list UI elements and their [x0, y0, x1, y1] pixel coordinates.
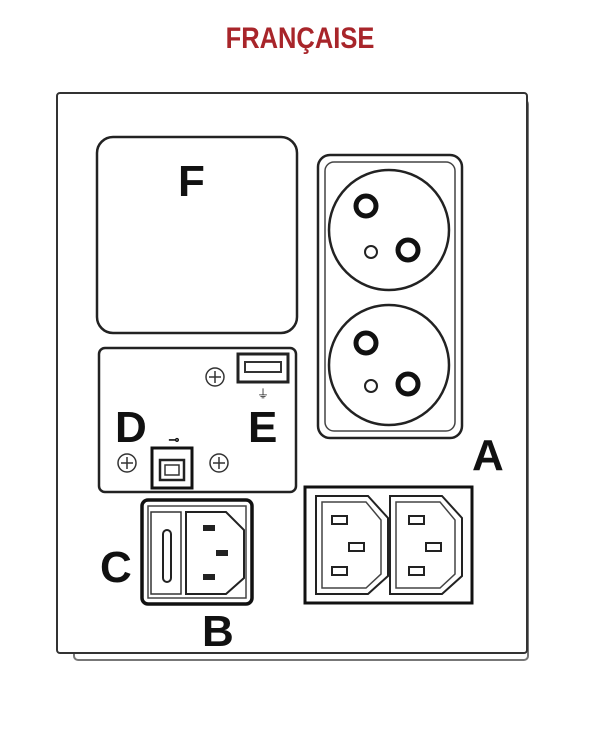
iec-outlet-2 [389, 495, 463, 595]
socket-2 [327, 303, 451, 427]
label-c: C [100, 543, 132, 592]
fuse-holder [150, 511, 182, 595]
usb-cable-icon: ⊸ [169, 432, 180, 447]
iec-outlets [303, 485, 474, 605]
label-b: B [202, 607, 234, 656]
label-f: F [178, 157, 205, 206]
panel-communication: ⏚ ⊸ D E [97, 346, 298, 494]
iec-outlet-1 [315, 495, 389, 595]
label-e: E [248, 403, 277, 452]
usb-a-port [236, 352, 290, 384]
usb-b-port [150, 446, 194, 490]
usb-symbol-icon: ⏚ [257, 387, 269, 401]
label-d: D [115, 403, 147, 452]
page-title: FRANÇAISE [225, 22, 375, 55]
panel-f: F [95, 135, 299, 335]
socket-1 [327, 168, 451, 292]
power-inlet [140, 498, 254, 606]
screw-icon [117, 367, 229, 473]
label-a: A [472, 431, 504, 480]
french-sockets [316, 153, 464, 440]
